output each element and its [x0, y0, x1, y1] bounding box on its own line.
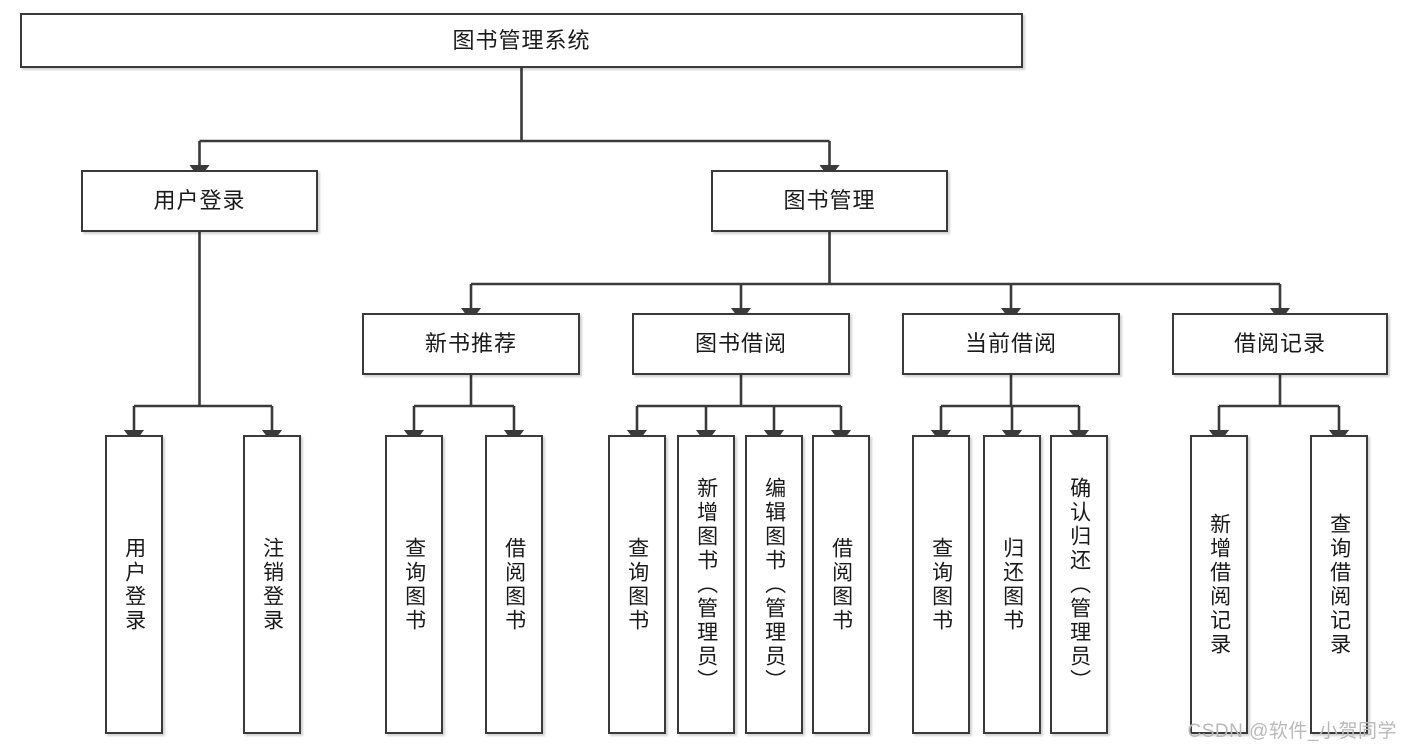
- node-label: 注销登录: [260, 536, 284, 633]
- node-leaf_borrow_b2[interactable]: 借阅图书: [812, 435, 870, 734]
- node-label: 新增图书（管理员）: [694, 476, 718, 693]
- node-leaf_user_login[interactable]: 用户登录: [105, 435, 163, 734]
- node-borrow_record[interactable]: 借阅记录: [1172, 313, 1388, 375]
- node-label: 查询图书: [929, 536, 953, 633]
- node-label: 图书借阅: [694, 331, 787, 357]
- node-label: 新增借阅记录: [1207, 512, 1231, 657]
- node-user_login[interactable]: 用户登录: [81, 170, 318, 232]
- node-label: 图书管理系统: [452, 27, 591, 53]
- node-leaf_query_b1[interactable]: 查询图书: [385, 435, 443, 734]
- node-label: 查询借阅记录: [1327, 512, 1351, 657]
- node-leaf_borrow_b1[interactable]: 借阅图书: [485, 435, 543, 734]
- node-label: 确认归还（管理员）: [1067, 476, 1091, 693]
- node-leaf_return[interactable]: 归还图书: [983, 435, 1041, 734]
- node-label: 借阅图书: [829, 536, 853, 633]
- node-leaf_logout[interactable]: 注销登录: [243, 435, 301, 734]
- node-label: 归还图书: [1000, 536, 1024, 633]
- node-leaf_add_rec[interactable]: 新增借阅记录: [1190, 435, 1248, 734]
- watermark-text: CSDN @软件_小贺同学: [1187, 721, 1397, 742]
- node-book_manage[interactable]: 图书管理: [711, 170, 948, 232]
- node-label: 用户登录: [122, 536, 146, 633]
- node-root[interactable]: 图书管理系统: [20, 13, 1023, 68]
- node-leaf_query_b3[interactable]: 查询图书: [912, 435, 970, 734]
- node-label: 查询图书: [402, 536, 426, 633]
- node-current_borrow[interactable]: 当前借阅: [902, 313, 1120, 375]
- node-leaf_query_b2[interactable]: 查询图书: [608, 435, 666, 734]
- node-label: 新书推荐: [424, 331, 517, 357]
- node-label: 图书管理: [783, 188, 876, 214]
- node-leaf_query_rec[interactable]: 查询借阅记录: [1310, 435, 1368, 734]
- node-label: 用户登录: [153, 188, 246, 214]
- node-label: 当前借阅: [964, 331, 1057, 357]
- node-label: 借阅图书: [502, 536, 526, 633]
- node-leaf_add_book[interactable]: 新增图书（管理员）: [677, 435, 735, 734]
- node-new_book_rec[interactable]: 新书推荐: [362, 313, 580, 375]
- node-label: 查询图书: [625, 536, 649, 633]
- node-label: 借阅记录: [1233, 331, 1326, 357]
- node-leaf_edit_book[interactable]: 编辑图书（管理员）: [745, 435, 803, 734]
- node-label: 编辑图书（管理员）: [762, 476, 786, 693]
- node-leaf_conf_ret[interactable]: 确认归还（管理员）: [1050, 435, 1108, 734]
- node-book_borrow[interactable]: 图书借阅: [632, 313, 850, 375]
